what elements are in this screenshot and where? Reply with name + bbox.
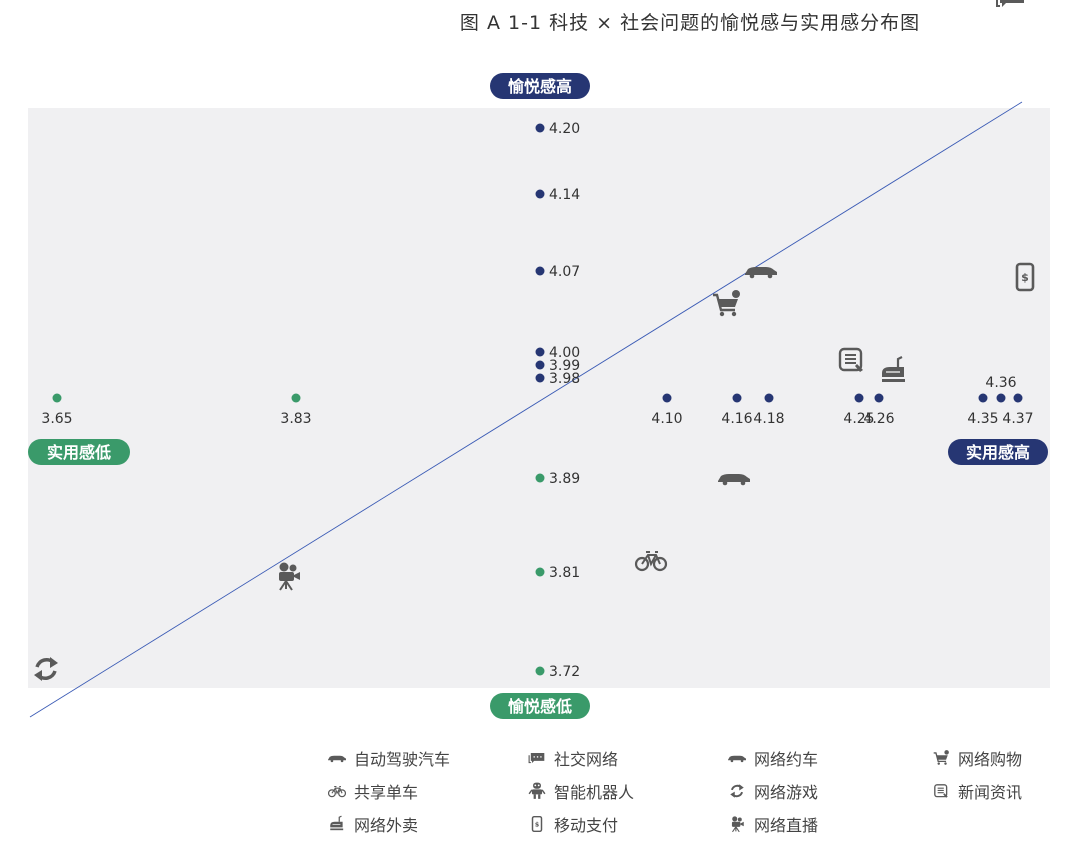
- y-tick-label: 3.89: [549, 471, 580, 487]
- y-tick-label: 3.98: [549, 371, 580, 387]
- legend-label: 新闻资讯: [958, 783, 1023, 802]
- y-tick-label: 4.00: [549, 345, 580, 361]
- legend-item: 网络购物: [932, 746, 1022, 770]
- legend-label: 网络外卖: [354, 816, 419, 835]
- data-point-delivery-icon: 网络外卖: [882, 356, 905, 382]
- legend-item: 网络约车: [728, 746, 818, 770]
- data-point-news-icon: 新闻资讯: [838, 347, 863, 372]
- y-tick-dot: [535, 266, 545, 276]
- x-tick-dot: [732, 393, 742, 403]
- x-tick-dot: [764, 393, 774, 403]
- y-axis-high-label: 愉悦感高: [490, 73, 590, 99]
- x-tick-dot: [978, 393, 988, 403]
- car-icon: [728, 755, 746, 763]
- x-tick-label: 4.10: [651, 411, 682, 427]
- legend-item: $ 移动支付: [528, 812, 618, 836]
- x-tick-dot: [874, 393, 884, 403]
- y-tick-dot: [535, 189, 545, 199]
- data-point-car-icon: 自动驾驶汽车: [745, 267, 777, 279]
- x-tick-label: 4.35: [967, 411, 998, 427]
- delivery-icon: [330, 815, 344, 831]
- y-tick-dot: [535, 123, 545, 133]
- legend-item: 社交网络: [528, 746, 618, 770]
- x-tick-dot: [1013, 393, 1023, 403]
- diagonal-reference-line: [29, 101, 1023, 718]
- data-point-refresh-icon: 网络游戏: [34, 657, 58, 681]
- car-icon: [328, 755, 346, 763]
- legend-item: 智能机器人: [528, 779, 634, 803]
- x-tick-dot: [291, 393, 301, 403]
- x-tick-dot: [662, 393, 672, 403]
- legend-item: 网络直播: [728, 812, 818, 836]
- legend-label: 网络购物: [958, 750, 1023, 769]
- svg-text:$: $: [535, 821, 539, 828]
- x-tick-dot: [854, 393, 864, 403]
- cart-icon: [933, 750, 949, 765]
- refresh-icon: [730, 784, 744, 798]
- svg-text:$: $: [1021, 271, 1029, 284]
- y-tick-label: 4.20: [549, 121, 580, 137]
- legend-item: 网络游戏: [728, 779, 818, 803]
- legend-label: 网络约车: [754, 750, 819, 769]
- x-tick-label: 4.36: [985, 375, 1016, 391]
- y-tick-label: 4.07: [549, 264, 580, 280]
- data-point-car-icon: 网络约车: [718, 474, 750, 486]
- legend-label: 智能机器人: [554, 783, 635, 802]
- legend-label: 共享单车: [354, 783, 419, 802]
- legend-label: 网络游戏: [754, 783, 819, 802]
- y-tick-dot: [535, 666, 545, 676]
- robot-icon: [528, 782, 546, 799]
- chat-icon: [528, 752, 545, 764]
- x-tick-label: 4.16: [721, 411, 752, 427]
- y-tick-dot: [535, 347, 545, 357]
- chart-title: 图 A 1-1 科技 × 社会问题的愉悦感与实用感分布图: [459, 12, 921, 34]
- x-tick-label: 3.83: [280, 411, 311, 427]
- data-point-camera-icon: 网络直播: [279, 562, 300, 591]
- svg-text:实用感高: 实用感高: [966, 443, 1030, 462]
- x-tick-dot: [52, 393, 62, 403]
- mobile-pay-icon: $: [531, 815, 543, 833]
- data-point-bicycle-icon: 共享单车: [634, 551, 668, 572]
- legend-item: 共享单车: [328, 779, 418, 803]
- x-tick-label: 4.25: [843, 411, 874, 427]
- x-tick-label: 4.18: [753, 411, 784, 427]
- x-tick-label: 4.26: [863, 411, 894, 427]
- x-tick-label: 4.37: [1002, 411, 1033, 427]
- legend-label: 自动驾驶汽车: [354, 750, 451, 769]
- y-tick-dot: [535, 360, 545, 370]
- y-tick-label: 4.14: [549, 187, 580, 203]
- y-tick-label: 3.81: [549, 565, 580, 581]
- x-tick-label: 3.65: [41, 411, 72, 427]
- x-tick-dot: [996, 393, 1006, 403]
- bicycle-icon: [328, 785, 346, 798]
- y-tick-dot: [535, 373, 545, 383]
- svg-text:愉悦感低: 愉悦感低: [507, 697, 572, 716]
- legend-label: 社交网络: [554, 750, 619, 769]
- data-point-mobile-pay-icon: 移动支付$: [1015, 262, 1035, 292]
- y-tick-dot: [535, 567, 545, 577]
- data-point-cart-icon: 网络购物: [713, 290, 740, 317]
- legend-label: 网络直播: [754, 816, 819, 835]
- y-tick-label: 3.99: [549, 358, 580, 374]
- legend-item: 新闻资讯: [932, 779, 1022, 803]
- y-tick-label: 3.72: [549, 664, 580, 680]
- x-axis-low-label: 实用感低: [28, 439, 130, 465]
- y-axis-low-label: 愉悦感低: [490, 693, 590, 719]
- legend-label: 移动支付: [554, 816, 619, 835]
- legend-item: 自动驾驶汽车: [328, 746, 450, 770]
- svg-text:愉悦感高: 愉悦感高: [507, 77, 572, 96]
- x-axis-high-label: 实用感高: [948, 439, 1048, 465]
- news-icon: [934, 784, 948, 798]
- data-point-chat-icon: 社交网络: [996, 0, 1024, 7]
- camera-icon: [731, 816, 744, 833]
- svg-text:实用感低: 实用感低: [47, 443, 111, 462]
- legend-item: 网络外卖: [328, 812, 418, 836]
- y-tick-dot: [535, 473, 545, 483]
